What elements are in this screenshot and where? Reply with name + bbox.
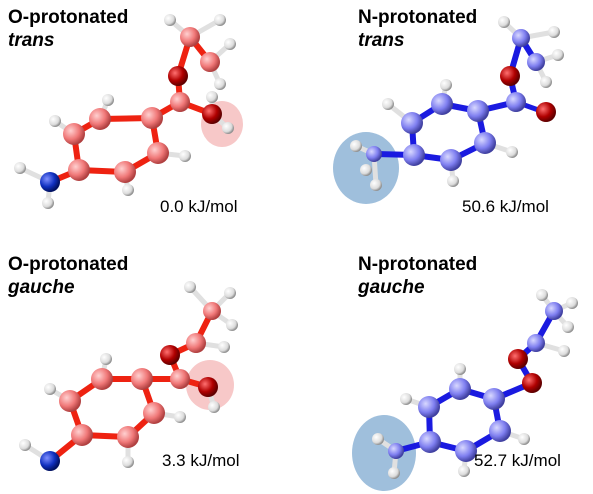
panel-o-protonated-trans: O-protonated trans 0.0 kJ/mol <box>0 0 296 247</box>
panel-n-protonated-trans: N-protonated trans 50.6 kJ/mol <box>296 0 592 247</box>
panel-title: N-protonated trans <box>358 6 477 52</box>
relative-energy: 3.3 kJ/mol <box>162 451 240 470</box>
relative-energy: 52.7 kJ/mol <box>474 451 561 470</box>
protonation-site-label: N-protonated <box>358 254 478 275</box>
nh-highlight <box>352 415 416 491</box>
panel-o-protonated-gauche: O-protonated gauche 3.3 kJ/mol <box>0 247 296 494</box>
conformer-label: trans <box>358 30 405 51</box>
molecule-o-protonated-gauche <box>19 281 238 471</box>
conformer-label: trans <box>8 30 55 51</box>
molecule-n-protonated-trans <box>333 16 564 204</box>
panel-title: N-protonated gauche <box>358 253 477 299</box>
panel-title: O-protonated gauche <box>8 253 128 299</box>
protonation-site-label: O-protonated <box>8 254 129 275</box>
protonation-site-label: N-protonated <box>358 7 478 28</box>
relative-energy: 0.0 kJ/mol <box>160 197 238 216</box>
molecule-o-protonated-trans <box>14 14 243 209</box>
conformer-label: gauche <box>358 277 425 298</box>
panel-n-protonated-gauche: N-protonated gauche 52.7 kJ/mol <box>296 247 592 494</box>
relative-energy: 50.6 kJ/mol <box>462 197 549 216</box>
panel-title: O-protonated trans <box>8 6 128 52</box>
conformer-label: gauche <box>8 277 75 298</box>
molecule-n-protonated-gauche <box>352 289 578 491</box>
protonation-site-label: O-protonated <box>8 7 129 28</box>
